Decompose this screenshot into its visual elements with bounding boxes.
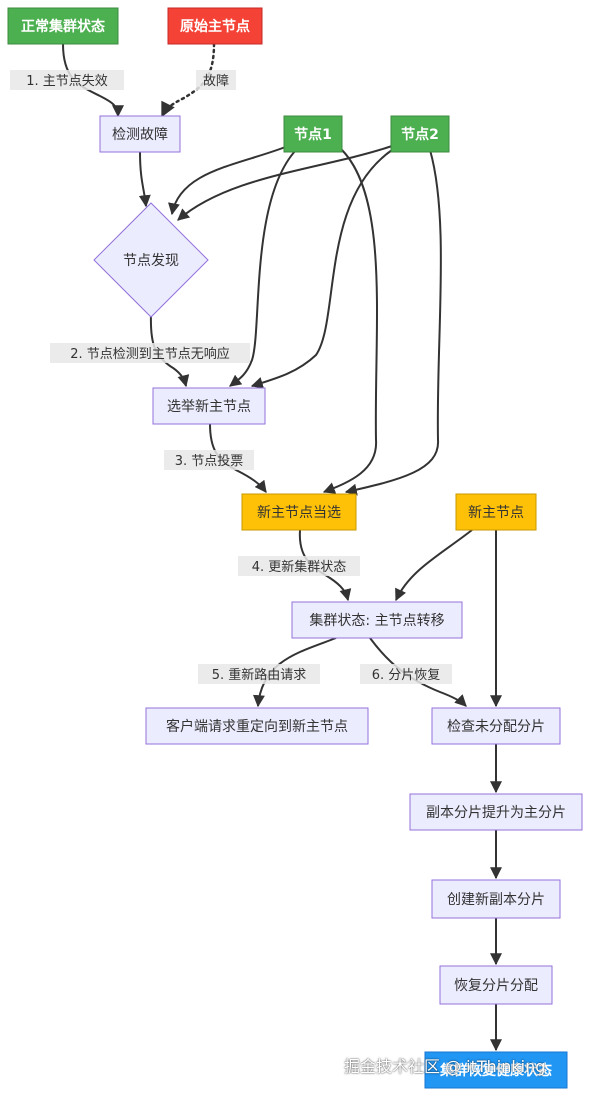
node-new-master-elected: 新主节点当选 (241, 493, 357, 531)
node-detect-fault: 检测故障 (99, 115, 181, 153)
node-healthy-state: 集群恢复健康状态 (424, 1051, 568, 1089)
svg-text:6. 分片恢复: 6. 分片恢复 (372, 668, 441, 683)
svg-text:恢复分片分配: 恢复分片分配 (454, 977, 538, 994)
svg-text:检查未分配分片: 检查未分配分片 (447, 719, 545, 735)
edge-node1-to-elect (229, 149, 297, 387)
svg-text:节点1: 节点1 (294, 126, 332, 143)
svg-text:副本分片提升为主分片: 副本分片提升为主分片 (426, 805, 566, 821)
edge-label-master-fail: 1. 主节点失效 (10, 70, 124, 90)
edge-newmaster-to-cluster (395, 529, 473, 602)
svg-text:1. 主节点失效: 1. 主节点失效 (26, 74, 108, 89)
node-elect-master: 选举新主节点 (152, 387, 266, 425)
svg-text:选举新主节点: 选举新主节点 (167, 399, 251, 415)
edge-label-update-state: 4. 更新集群状态 (238, 556, 360, 576)
svg-text:2. 节点检测到主节点无响应: 2. 节点检测到主节点无响应 (70, 346, 230, 362)
svg-text:节点发现: 节点发现 (123, 253, 179, 269)
svg-text:集群状态: 主节点转移: 集群状态: 主节点转移 (309, 612, 444, 629)
edge-detect-to-discovery (138, 151, 151, 208)
svg-text:新主节点当选: 新主节点当选 (257, 505, 341, 521)
edge-normal-to-detect (62, 43, 124, 118)
edge-label-fault: 故障 (196, 70, 236, 90)
edge-node1-to-discovery (168, 145, 289, 216)
edge-label-vote: 3. 节点投票 (164, 450, 254, 470)
svg-text:原始主节点: 原始主节点 (180, 18, 250, 35)
svg-text:客户端请求重定向到新主节点: 客户端请求重定向到新主节点 (166, 718, 348, 735)
watermark: 掘金技术社区 @ itThinking (344, 1057, 546, 1076)
edge-discovery-to-elect (149, 313, 190, 388)
node-client-redirect: 客户端请求重定向到新主节点 (145, 707, 369, 745)
edge-node2-to-elected (344, 149, 442, 496)
svg-text:3. 节点投票: 3. 节点投票 (175, 453, 244, 469)
edge-node2-to-elect (250, 149, 393, 389)
svg-text:创建新副本分片: 创建新副本分片 (447, 892, 545, 908)
node-create-replica: 创建新副本分片 (431, 879, 561, 919)
node-original-master: 原始主节点 (167, 7, 263, 45)
node-cluster-state: 集群状态: 主节点转移 (291, 601, 463, 639)
edge-origmaster-to-detect (160, 42, 216, 118)
edge-label-reroute: 5. 重新路由请求 (198, 664, 320, 684)
svg-text:正常集群状态: 正常集群状态 (21, 18, 105, 35)
node-normal-state: 正常集群状态 (7, 7, 119, 45)
edge-elected-to-cluster (298, 529, 352, 602)
node-promote-replica: 副本分片提升为主分片 (409, 793, 583, 831)
edge-label-detect-unresponsive: 2. 节点检测到主节点无响应 (50, 343, 250, 363)
edges (62, 42, 502, 1052)
svg-text:集群恢复健康状态: 集群恢复健康状态 (439, 1062, 552, 1079)
svg-text:5. 重新路由请求: 5. 重新路由请求 (212, 667, 307, 683)
edge-labels: 1. 主节点失效 故障 2. 节点检测到主节点无响应 3. 节点投票 4. 更新… (10, 70, 452, 684)
edge-label-shard-recovery: 6. 分片恢复 (360, 664, 452, 684)
edge-node2-to-discovery (177, 145, 393, 221)
node-restore-allocation: 恢复分片分配 (439, 965, 553, 1005)
svg-text:故障: 故障 (203, 74, 229, 89)
node-discovery: 节点发现 (93, 202, 209, 318)
node-check-shards: 检查未分配分片 (431, 707, 561, 745)
svg-text:4. 更新集群状态: 4. 更新集群状态 (252, 559, 347, 575)
node-node2: 节点2 (390, 115, 450, 153)
node-new-master: 新主节点 (455, 493, 537, 531)
svg-text:节点2: 节点2 (401, 126, 439, 143)
svg-text:新主节点: 新主节点 (468, 505, 524, 521)
edge-cluster-to-client (252, 637, 337, 708)
edge-cluster-to-check (369, 637, 467, 707)
nodes: 正常集群状态 原始主节点 检测故障 节点1 节点2 节点发现 选举新主节点 新 (7, 7, 583, 1089)
edge-node1-to-elected (322, 149, 379, 494)
node-node1: 节点1 (283, 115, 343, 153)
svg-text:检测故障: 检测故障 (112, 127, 168, 143)
